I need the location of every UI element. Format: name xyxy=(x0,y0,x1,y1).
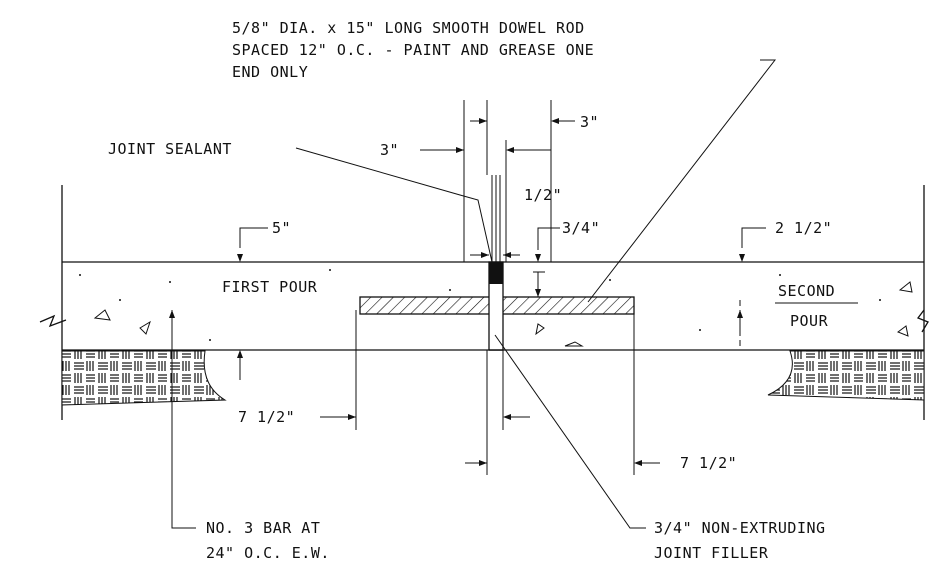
dim-5: 5" xyxy=(272,219,291,237)
dowel-note-line-2: SPACED 12" O.C. - PAINT AND GREASE ONE xyxy=(232,41,594,59)
dim-3-left: 3" xyxy=(380,141,399,159)
dim-half: 1/2" xyxy=(524,186,562,204)
bar-note-line-2: 24" O.C. E.W. xyxy=(206,544,330,562)
dimension-arrows xyxy=(237,118,766,466)
dim-three-quarter: 3/4" xyxy=(562,219,600,237)
soil-right xyxy=(767,350,925,401)
second-pour-label-bottom: POUR xyxy=(790,312,829,330)
concrete-aggregate xyxy=(79,269,913,347)
joint-sealant-label: JOINT SEALANT xyxy=(108,140,232,158)
dim-3-right: 3" xyxy=(580,113,599,131)
dim-7-half-right: 7 1/2" xyxy=(680,454,737,472)
leader-lines xyxy=(169,59,777,529)
dowel-note-line-3: END ONLY xyxy=(232,63,308,81)
bar-note-line-1: NO. 3 BAR AT xyxy=(206,519,320,537)
second-pour-label-top: SECOND xyxy=(778,282,835,300)
first-pour-label: FIRST POUR xyxy=(222,278,318,296)
filler-note-line-1: 3/4" NON-EXTRUDING xyxy=(654,519,826,537)
soil-left xyxy=(61,350,227,406)
dimension-extensions xyxy=(355,100,741,475)
dowel-note-line-1: 5/8" DIA. x 15" LONG SMOOTH DOWEL ROD xyxy=(232,19,585,37)
joint-sealant-fill xyxy=(489,262,503,284)
dim-2-half: 2 1/2" xyxy=(775,219,832,237)
filler-note-line-2: JOINT FILLER xyxy=(654,544,769,562)
dim-7-half-left: 7 1/2" xyxy=(238,408,295,426)
